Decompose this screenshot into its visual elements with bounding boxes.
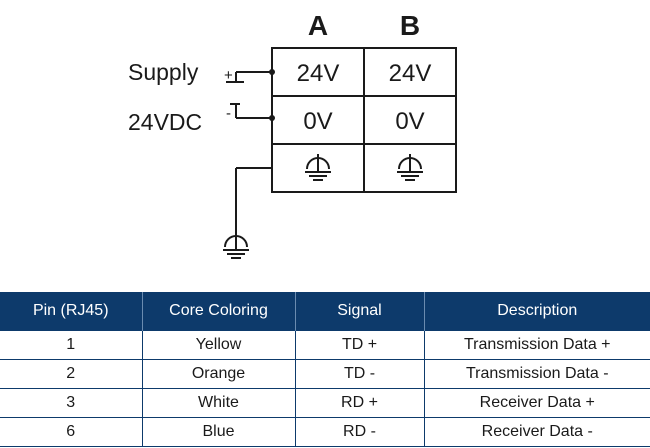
table-row: 2 Orange TD - Transmission Data -: [0, 359, 650, 389]
cell-pin: 1: [0, 330, 143, 360]
cell-pin: 3: [0, 388, 143, 418]
cell-signal: TD +: [294, 330, 425, 360]
cell-description: Receiver Data -: [423, 417, 650, 447]
polarity-plus: +: [224, 67, 233, 84]
table-row: 3 White RD + Receiver Data +: [0, 388, 650, 418]
cell-signal: RD +: [294, 388, 425, 418]
polarity-minus: -: [226, 105, 231, 122]
header-pin: Pin (RJ45): [0, 292, 143, 331]
column-a-label: A: [308, 10, 328, 41]
cell-core-coloring: Orange: [141, 359, 296, 389]
cell-signal: RD -: [294, 417, 425, 447]
cell-pin: 6: [0, 417, 143, 447]
cell-description: Transmission Data -: [423, 359, 650, 389]
terminal-a-24v: 24V: [297, 60, 340, 87]
cell-pin: 2: [0, 359, 143, 389]
ground-icon: [304, 153, 332, 181]
supply-label: Supply: [128, 59, 199, 85]
cell-description: Receiver Data +: [423, 388, 650, 418]
table-row: 1 Yellow TD + Transmission Data +: [0, 330, 650, 360]
cell-description: Transmission Data +: [423, 330, 650, 360]
terminal-b-24v: 24V: [389, 60, 432, 87]
terminal-a-0v: 0V: [303, 108, 332, 135]
cell-core-coloring: White: [141, 388, 296, 418]
voltage-label: 24VDC: [128, 109, 202, 135]
cell-core-coloring: Blue: [141, 417, 296, 447]
ground-icon: [396, 153, 424, 181]
header-description: Description: [424, 292, 650, 331]
wiring-diagram: A B Supply 24VDC 24V 24V 0V 0V + -: [128, 10, 457, 259]
battery-icon: [226, 69, 275, 121]
pinout-table: Pin (RJ45) Core Coloring Signal Descript…: [0, 292, 650, 447]
earth-ground-icon: [222, 231, 250, 259]
table-row: 6 Blue RD - Receiver Data -: [0, 417, 650, 447]
cell-signal: TD -: [294, 359, 425, 389]
header-signal: Signal: [295, 292, 425, 331]
header-core-coloring: Core Coloring: [142, 292, 296, 331]
table-header-row: Pin (RJ45) Core Coloring Signal Descript…: [0, 292, 650, 331]
terminal-b-0v: 0V: [395, 108, 424, 135]
cell-core-coloring: Yellow: [141, 330, 296, 360]
column-b-label: B: [400, 10, 420, 41]
earth-wire: [235, 167, 272, 232]
